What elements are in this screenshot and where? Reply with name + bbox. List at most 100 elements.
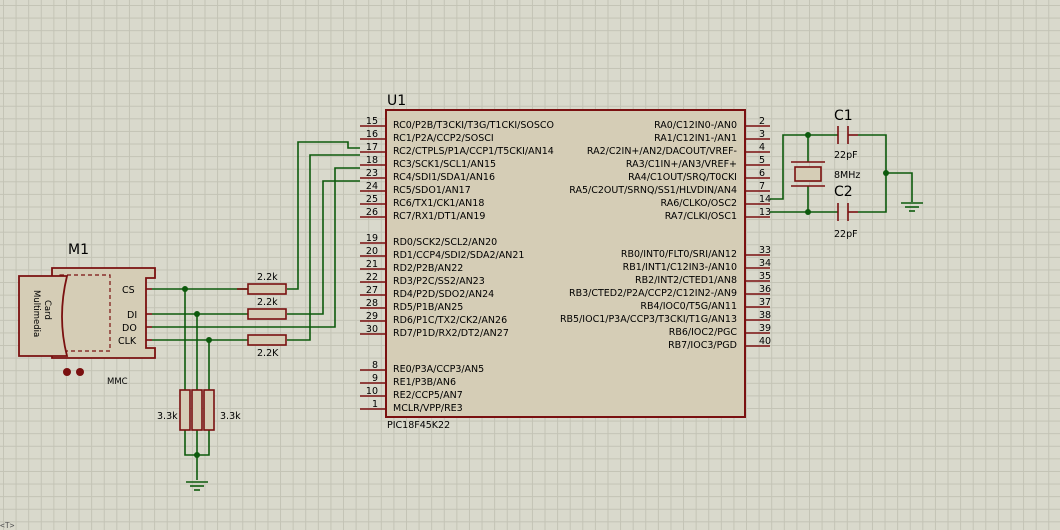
u1-pin-number: 27 bbox=[366, 285, 378, 296]
u1-pin-name: RC7/RX1/DT1/AN19 bbox=[393, 211, 485, 222]
u1-pin-name: RD1/CCP4/SDI2/SDA2/AN21 bbox=[393, 250, 524, 261]
u1-pin-number: 24 bbox=[366, 181, 378, 192]
junction-cs bbox=[182, 286, 188, 292]
u1-pin-name: RA2/C2IN+/AN2/DACOUT/VREF- bbox=[587, 146, 737, 157]
m1-pin-cs: CS bbox=[122, 285, 135, 296]
junction-clk bbox=[206, 337, 212, 343]
junction-osc2 bbox=[805, 132, 811, 138]
u1-pin-number: 25 bbox=[366, 194, 378, 205]
u1-pin-number: 28 bbox=[366, 298, 378, 309]
resistor-r1[interactable] bbox=[247, 283, 287, 295]
u1-pin-number: 33 bbox=[759, 245, 771, 256]
u1-pin-number: 37 bbox=[759, 297, 771, 308]
resistor-r5[interactable] bbox=[191, 389, 203, 431]
u1-pin-name: RB6/IOC2/PGC bbox=[669, 327, 738, 338]
u1-pin-name: RC5/SDO1/AN17 bbox=[393, 185, 471, 196]
resistor-r6-value: 3.3k bbox=[220, 411, 241, 422]
resistor-r2-value: 2.2k bbox=[257, 297, 278, 308]
wire-rc2-cs bbox=[287, 141, 360, 290]
m1-part-label: MMC bbox=[107, 377, 128, 387]
m1-card-body[interactable] bbox=[18, 275, 69, 357]
m1-pin-clk: CLK bbox=[118, 336, 137, 347]
u1-pin-name: RC2/CTPLS/P1A/CCP1/T5CKI/AN14 bbox=[393, 146, 554, 157]
u1-pin-name: RB5/IOC1/P3A/CCP3/T3CKI/T1G/AN13 bbox=[560, 314, 737, 325]
m1-ref-label: M1 bbox=[68, 242, 89, 258]
u1-pin-number: 14 bbox=[759, 194, 771, 205]
status-text: <T> bbox=[0, 521, 15, 530]
u1-pin-name: RB7/IOC3/PGD bbox=[668, 340, 737, 351]
u1-pin-number: 21 bbox=[366, 259, 378, 270]
m1-mmc-card[interactable]: M1 Multimedia Card MMC CS DI DO CLK bbox=[18, 242, 156, 387]
resistor-r4[interactable] bbox=[179, 389, 191, 431]
u1-pin-name: RD6/P1C/TX2/CK2/AN26 bbox=[393, 315, 507, 326]
u1-ref-label: U1 bbox=[387, 93, 406, 109]
u1-pin-name: RD3/P2C/SS2/AN23 bbox=[393, 276, 485, 287]
capacitor-c2-ref: C2 bbox=[834, 184, 853, 200]
spi-wires bbox=[152, 141, 360, 480]
u1-pin-number: 38 bbox=[759, 310, 771, 321]
u1-body[interactable] bbox=[385, 109, 746, 418]
wire-caps-common bbox=[858, 134, 887, 213]
u1-pin-name: RB2/INT2/CTED1/AN8 bbox=[635, 275, 737, 286]
resistor-r3[interactable] bbox=[247, 334, 287, 346]
m1-led-2 bbox=[76, 368, 84, 376]
u1-pin-name: RD2/P2B/AN22 bbox=[393, 263, 463, 274]
u1-pin-number: 29 bbox=[366, 311, 378, 322]
series-resistors[interactable]: 2.2k 2.2k 2.2K bbox=[237, 272, 287, 359]
u1-pin-name: RD0/SCK2/SCL2/AN20 bbox=[393, 237, 497, 248]
u1-pin-number: 19 bbox=[366, 233, 378, 244]
m1-connector-body[interactable] bbox=[51, 267, 156, 359]
u1-pin-name: RD4/P2D/SDO2/AN24 bbox=[393, 289, 494, 300]
m1-pin-di: DI bbox=[127, 310, 137, 321]
u1-pin-number: 7 bbox=[759, 181, 765, 192]
u1-pin-name: RC6/TX1/CK1/AN18 bbox=[393, 198, 484, 209]
u1-pin-number: 18 bbox=[366, 155, 378, 166]
u1-pin-number: 15 bbox=[366, 116, 378, 127]
u1-pin-number: 34 bbox=[759, 258, 771, 269]
u1-pin-name: RA1/C12IN1-/AN1 bbox=[654, 133, 737, 144]
u1-pin-name: RB3/CTED2/P2A/CCP2/C12IN2-/AN9 bbox=[569, 288, 737, 299]
u1-pin-number: 30 bbox=[366, 324, 378, 335]
u1-pin-name: RC1/P2A/CCP2/SOSCI bbox=[393, 133, 494, 144]
ground-symbol-left bbox=[186, 481, 208, 491]
u1-pin-name: RD7/P1D/RX2/DT2/AN27 bbox=[393, 328, 509, 339]
capacitor-c2-value: 22pF bbox=[834, 229, 858, 240]
pullup-resistors[interactable]: 3.3k 3.3k bbox=[157, 389, 241, 431]
u1-pin-number: 23 bbox=[366, 168, 378, 179]
u1-pin-number: 1 bbox=[372, 399, 378, 410]
wire-rc4-sdi bbox=[152, 167, 360, 328]
u1-pin-name: RA5/C2OUT/SRNQ/SS1/HLVDIN/AN4 bbox=[569, 185, 737, 196]
crystal-x1[interactable] bbox=[794, 166, 822, 182]
wire-gnd-right bbox=[886, 172, 913, 202]
u1-pin-name: MCLR/VPP/RE3 bbox=[393, 403, 463, 414]
u1-pin-name: RB4/IOC0/T5G/AN11 bbox=[640, 301, 737, 312]
u1-pin-number: 36 bbox=[759, 284, 771, 295]
m1-pin-do: DO bbox=[122, 323, 137, 334]
u1-pin-number: 40 bbox=[759, 336, 771, 347]
u1-pin-number: 6 bbox=[759, 168, 765, 179]
resistor-r3-value: 2.2K bbox=[257, 348, 279, 359]
u1-pin-name: RA3/C1IN+/AN3/VREF+ bbox=[626, 159, 737, 170]
u1-pin-name: RE1/P3B/AN6 bbox=[393, 377, 456, 388]
u1-pin-number: 3 bbox=[759, 129, 765, 140]
resistor-r6[interactable] bbox=[203, 389, 215, 431]
resistor-r1-value: 2.2k bbox=[257, 272, 278, 283]
resistor-r2[interactable] bbox=[247, 308, 287, 320]
u1-pin-name: RC0/P2B/T3CKI/T3G/T1CKI/SOSCO bbox=[393, 120, 554, 131]
u1-pin-name: RE0/P3A/CCP3/AN5 bbox=[393, 364, 484, 375]
u1-pin-number: 39 bbox=[759, 323, 771, 334]
u1-pin-name: RB1/INT1/C12IN3-/AN10 bbox=[623, 262, 737, 273]
u1-pin-number: 22 bbox=[366, 272, 378, 283]
u1-pin-number: 8 bbox=[372, 360, 378, 371]
u1-pin-name: RA0/C12IN0-/AN0 bbox=[654, 120, 737, 131]
u1-pin-name: RC3/SCK1/SCL1/AN15 bbox=[393, 159, 496, 170]
wire-rc3-sck bbox=[287, 154, 360, 341]
u1-pin-name: RD5/P1B/AN25 bbox=[393, 302, 463, 313]
capacitor-c1-ref: C1 bbox=[834, 108, 853, 124]
u1-pin-number: 13 bbox=[759, 207, 771, 218]
oscillator-circuit[interactable]: 8MHz C1 22pF C2 22pF bbox=[770, 108, 913, 240]
